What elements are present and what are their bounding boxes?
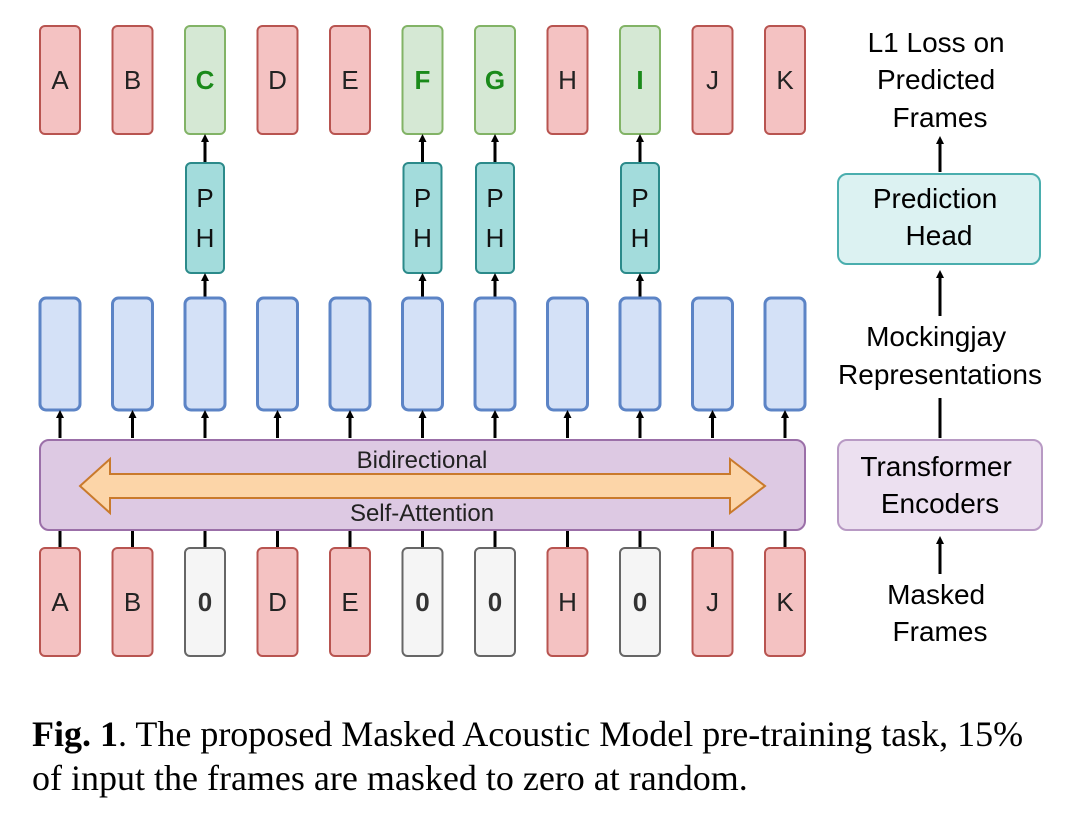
prediction-head-legend-label: Prediction Head (873, 183, 1005, 251)
output-frame (39, 25, 81, 135)
l1-loss-label: L1 Loss on Predicted Frames (868, 27, 1013, 133)
input-frame (691, 547, 734, 657)
output-frame (256, 25, 299, 135)
prediction-head-letter: P (486, 183, 503, 213)
prediction-head-letter: P (414, 183, 431, 213)
output-frame (546, 25, 589, 135)
output-frame-label: K (776, 65, 794, 95)
input-frame (764, 547, 806, 657)
output-frame (111, 25, 154, 135)
prediction-head-letter: P (631, 183, 648, 213)
representation-box (473, 296, 517, 412)
input-frame-label: J (706, 587, 719, 617)
input-frame-label: 0 (488, 587, 502, 617)
output-frame-label: F (415, 65, 431, 95)
caption-label: Fig. 1 (32, 714, 118, 754)
input-frame (111, 547, 154, 657)
prediction-head-box (185, 162, 225, 274)
input-frame-label: 0 (415, 587, 429, 617)
masked-frames-line-1: Masked (887, 579, 985, 610)
output-frame-label: D (268, 65, 287, 95)
figure-caption: Fig. 1. The proposed Masked Acoustic Mod… (32, 712, 1062, 800)
masked-input-frame (619, 547, 661, 657)
output-frame-label: J (706, 65, 719, 95)
input-frame-label: B (124, 587, 141, 617)
input-frame (329, 547, 371, 657)
prediction-head-letter: H (631, 223, 650, 253)
output-frame-label: H (558, 65, 577, 95)
prediction-head-letter: H (413, 223, 432, 253)
output-frame (764, 25, 806, 135)
representations-legend-label: Mockingjay Representations (838, 321, 1042, 390)
input-frame-label: D (268, 587, 287, 617)
output-frame (329, 25, 371, 135)
input-frame-label: A (51, 587, 69, 617)
representation-box (328, 296, 372, 412)
bidirectional-label: Bidirectional (357, 447, 488, 474)
output-frame-label: I (636, 65, 643, 95)
masked-input-frame (184, 547, 226, 657)
transformer-encoders-legend-label: Transformer Encoders (860, 451, 1019, 519)
input-frame (256, 547, 299, 657)
prediction-head-box (620, 162, 660, 274)
l1-loss-line-1: L1 Loss on (868, 27, 1005, 58)
input-frame (39, 547, 81, 657)
prediction-head-line-1: Prediction (873, 183, 998, 214)
l1-loss-line-2: Predicted (877, 64, 995, 95)
input-frame (546, 547, 589, 657)
input-frame-label: 0 (633, 587, 647, 617)
prediction-head-letter: H (486, 223, 505, 253)
prediction-head-letter: P (196, 183, 213, 213)
self-attention-label: Self-Attention (350, 500, 494, 527)
representation-box (546, 296, 589, 412)
representation-box (256, 296, 299, 412)
masked-input-frame (474, 547, 516, 657)
bidirectional-arrow-icon (78, 456, 767, 516)
input-frame-label: E (341, 587, 358, 617)
representations-line-2: Representations (838, 359, 1042, 390)
output-frame-label: E (341, 65, 358, 95)
masked-frames-line-2: Frames (893, 616, 988, 647)
representation-box (691, 296, 734, 412)
representation-box (618, 296, 662, 412)
representation-box (111, 296, 154, 412)
input-frame-label: K (776, 587, 794, 617)
output-frame (691, 25, 734, 135)
output-frame-label: B (124, 65, 141, 95)
masked-acoustic-model-diagram: Bidirectional Self-Attention AABBCPH0DDE… (38, 25, 1043, 657)
output-frame-label: G (485, 65, 505, 95)
prediction-head-letter: H (196, 223, 215, 253)
representation-box (38, 296, 82, 412)
legend: L1 Loss on Predicted Frames Prediction H… (837, 27, 1043, 647)
l1-loss-line-3: Frames (893, 102, 988, 133)
prediction-head-box (475, 162, 515, 274)
input-frame-label: H (558, 587, 577, 617)
transformer-encoders-legend-box (837, 439, 1043, 531)
output-frame-label: A (51, 65, 69, 95)
input-frame-label: 0 (198, 587, 212, 617)
prediction-head-legend-box (837, 173, 1041, 265)
representations-line-1: Mockingjay (866, 321, 1006, 352)
masked-input-frame (401, 547, 444, 657)
representation-box (763, 296, 807, 412)
masked-frames-legend-label: Masked Frames (887, 579, 993, 647)
transformer-encoders-line-2: Encoders (881, 488, 999, 519)
transformer-encoders-line-1: Transformer (860, 451, 1011, 482)
prediction-head-line-2: Head (906, 220, 973, 251)
caption-text: . The proposed Masked Acoustic Model pre… (32, 714, 1024, 798)
prediction-head-box (402, 162, 443, 274)
output-frame-label: C (196, 65, 215, 95)
representation-box (183, 296, 227, 412)
representation-box (401, 296, 444, 412)
